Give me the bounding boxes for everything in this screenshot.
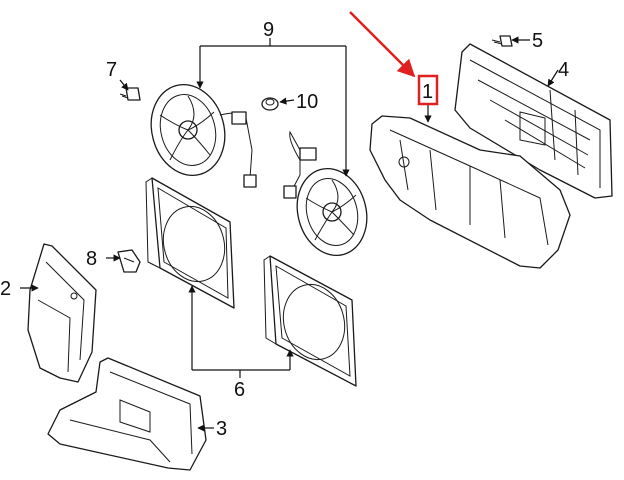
callout-9[interactable]: 9	[263, 19, 274, 41]
part-5-bolt	[491, 35, 513, 47]
callout-labels: 1 2 3 4 5 6 7 8 9 10	[0, 19, 569, 440]
part-6-fan-frame-right	[263, 255, 357, 387]
part-10-grommet	[261, 97, 279, 111]
callout-6[interactable]: 6	[234, 379, 245, 401]
callout-7[interactable]: 7	[106, 59, 117, 81]
highlight-indicator	[349, 11, 439, 106]
red-arrow-icon	[349, 11, 416, 78]
part-7-bolt	[119, 87, 141, 101]
part-9-fan-right	[283, 130, 368, 257]
callout-1[interactable]: 1	[422, 81, 433, 103]
callout-4[interactable]: 4	[558, 59, 569, 81]
part-6-fan-frame-left	[145, 177, 235, 309]
part-8-clip	[117, 249, 141, 273]
part-4-upper-bracket	[454, 43, 613, 199]
part-2-side-deflector	[27, 243, 97, 383]
callout-8[interactable]: 8	[86, 248, 97, 270]
part-3-lower-air-guide	[47, 357, 207, 471]
callout-2[interactable]: 2	[0, 278, 11, 300]
leader-lines	[20, 36, 559, 432]
callout-3[interactable]: 3	[216, 418, 227, 440]
callout-5[interactable]: 5	[532, 30, 543, 52]
callout-1-highlight-box	[417, 74, 439, 106]
part-9-fan-left	[150, 83, 257, 188]
part-1-shroud-panel	[369, 115, 571, 269]
callout-10[interactable]: 10	[296, 91, 318, 113]
